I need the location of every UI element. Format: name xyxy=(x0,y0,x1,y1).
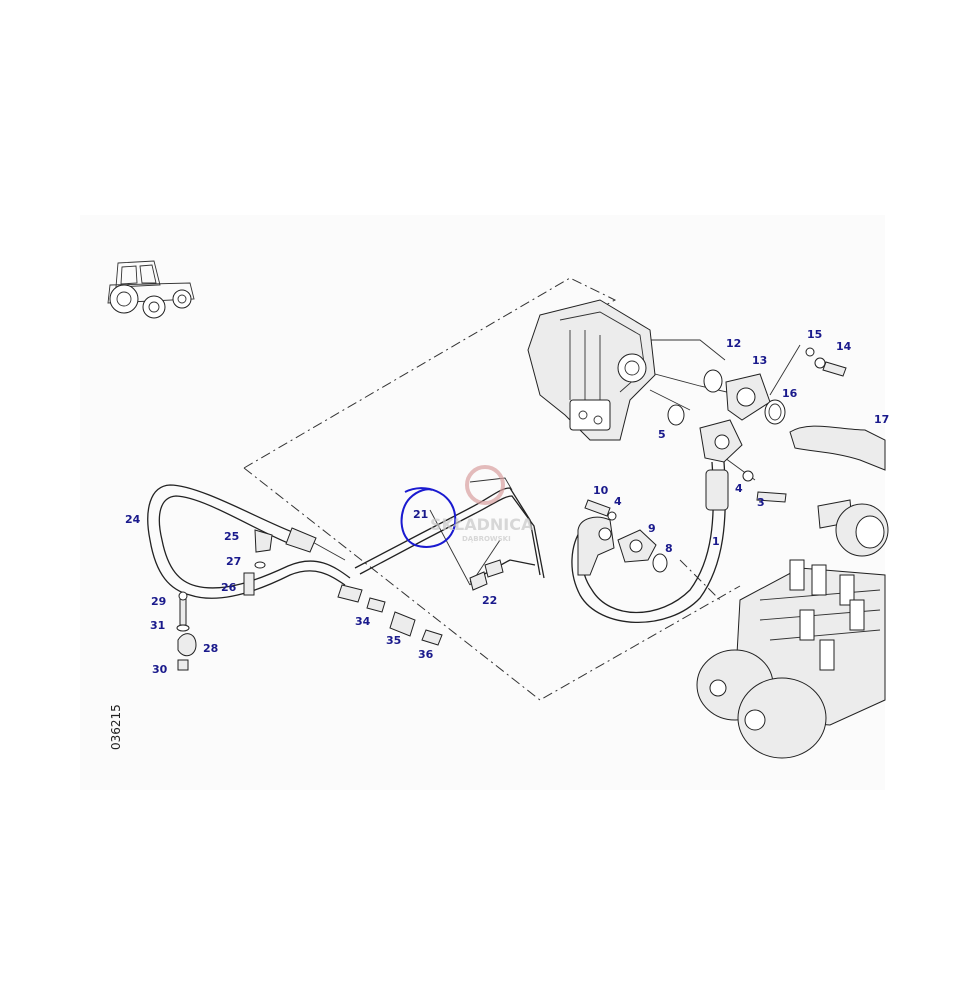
pipe-21 xyxy=(354,477,545,583)
callout-1: 1 xyxy=(712,535,720,548)
seal-ring-12 xyxy=(703,369,723,393)
highlight-circle xyxy=(400,487,457,548)
callout-8: 8 xyxy=(665,542,673,555)
bolt-10 xyxy=(584,499,611,517)
assembly-boundary xyxy=(243,277,741,701)
callout-22: 22 xyxy=(482,594,497,607)
fitting-34 xyxy=(337,584,363,603)
washer-31 xyxy=(176,624,190,632)
reference-code: 036215 xyxy=(109,704,123,750)
callout-12: 12 xyxy=(726,337,741,350)
hydraulic-pump xyxy=(527,299,656,441)
watermark-line2: DĄBROWSKI xyxy=(462,535,511,543)
suction-hose-17 xyxy=(789,425,886,471)
callout-35: 35 xyxy=(386,634,401,647)
flange-13 xyxy=(725,373,771,421)
washer-15 xyxy=(805,347,815,357)
callout-26: 26 xyxy=(221,581,237,594)
callout-29: 29 xyxy=(151,595,166,608)
callout-4: 4 xyxy=(735,482,743,495)
tractor-icon xyxy=(107,260,195,319)
callout-34: 34 xyxy=(355,615,371,628)
callout-17: 17 xyxy=(874,413,889,426)
drive-shaft xyxy=(817,499,889,557)
callout-30: 30 xyxy=(152,663,168,676)
union-35 xyxy=(389,611,416,637)
watermark-line1: SKŁADNICA xyxy=(430,515,534,534)
callout-27: 27 xyxy=(226,555,241,568)
hose-24 xyxy=(147,484,351,599)
bolt-26 xyxy=(243,572,255,596)
flange-9 xyxy=(617,529,657,563)
hose-clamp-16 xyxy=(764,399,786,425)
callout-24: 24 xyxy=(125,513,141,526)
washer-4 xyxy=(742,470,754,482)
bolt-14 xyxy=(814,357,847,377)
nipple-36 xyxy=(421,629,443,646)
callout-13: 13 xyxy=(752,354,767,367)
bolt-3 xyxy=(756,491,787,503)
fitting-34b xyxy=(366,597,386,613)
callout-labels: 1 3 4 4 5 8 9 10 12 13 14 15 16 17 21 22… xyxy=(125,328,889,676)
bolt-29 xyxy=(178,591,188,626)
callout-16: 16 xyxy=(782,387,798,400)
callout-31: 31 xyxy=(150,619,165,632)
washer-4b xyxy=(607,511,617,521)
callout-36: 36 xyxy=(418,648,434,661)
clip-25 xyxy=(254,529,273,553)
callout-28: 28 xyxy=(203,642,218,655)
fitting-22 xyxy=(469,559,504,591)
callout-3: 3 xyxy=(757,496,765,509)
washer-27 xyxy=(254,561,266,569)
elbow-outlet xyxy=(577,516,615,576)
elbow-fitting xyxy=(699,419,743,463)
callout-5: 5 xyxy=(658,428,666,441)
callout-21: 21 xyxy=(413,508,428,521)
callout-4: 4 xyxy=(614,495,622,508)
accumulator-right xyxy=(737,677,827,759)
seal-ring-5 xyxy=(667,404,685,426)
callout-9: 9 xyxy=(648,522,656,535)
callout-15: 15 xyxy=(807,328,822,341)
watermark: SKŁADNICA DĄBROWSKI xyxy=(430,465,534,543)
callout-10: 10 xyxy=(593,484,609,497)
nut-30 xyxy=(177,659,189,671)
callout-14: 14 xyxy=(836,340,852,353)
clip-28 xyxy=(177,633,197,657)
callout-25: 25 xyxy=(224,530,239,543)
seal-ring-8 xyxy=(652,553,668,573)
